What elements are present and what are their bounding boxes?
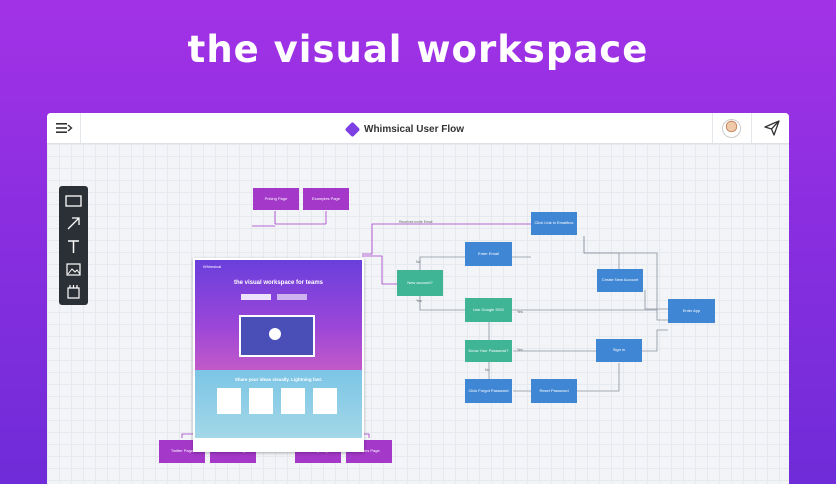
titlebar: Whimsical User Flow	[47, 113, 789, 144]
image-icon[interactable]	[64, 260, 83, 279]
document-title-label: Whimsical User Flow	[364, 123, 465, 135]
signin-step[interactable]: Sign in	[596, 339, 642, 362]
canvas[interactable]: Receives Invite Email No Yes Yes Yes No …	[47, 144, 789, 484]
google-sso-step[interactable]: Use Google SSO	[465, 298, 512, 322]
edge-label: Receives Invite Email	[399, 220, 433, 224]
mockup-feature-card	[249, 388, 273, 414]
mockup-video	[239, 315, 315, 357]
mockup-feature-card	[217, 388, 241, 414]
mockup-feature-card	[281, 388, 305, 414]
edge-label: Yes	[416, 299, 422, 303]
create-account-step[interactable]: Create New Account	[597, 269, 643, 292]
drawing-toolbar	[59, 186, 88, 305]
mockup-subheadline: Share your ideas visually. Lightning fas…	[234, 377, 323, 382]
reset-password-step[interactable]: Reset Password	[531, 379, 577, 403]
mockup-cta-button	[241, 294, 271, 300]
click-link-step[interactable]: Click Link in Emailbox	[531, 212, 577, 235]
separator	[751, 113, 752, 143]
text-icon[interactable]	[64, 237, 83, 256]
arrow-icon[interactable]	[64, 214, 83, 233]
play-icon	[269, 328, 281, 340]
mockup-headline: the visual workspace for teams	[233, 280, 324, 286]
separator	[80, 113, 81, 143]
know-password-decision[interactable]: Know Your Password?	[465, 340, 512, 362]
new-account-decision[interactable]: New account?	[397, 270, 443, 296]
hero-headline: the visual workspace	[187, 28, 649, 71]
rectangle-icon[interactable]	[64, 191, 83, 210]
edge-label: No	[416, 260, 421, 264]
examples-page-node[interactable]: Examples Page	[303, 188, 349, 210]
enter-app-step[interactable]: Enter App	[668, 299, 715, 323]
landing-page-mockup[interactable]: Whimsical the visual workspace for teams…	[193, 258, 364, 452]
mockup-footer	[195, 438, 362, 450]
document-title[interactable]: Whimsical User Flow	[344, 121, 465, 137]
app-window: Whimsical User Flow	[47, 113, 789, 484]
edge-label: No	[485, 368, 490, 372]
forgot-password-step[interactable]: Click Forgot Password	[465, 379, 512, 403]
whimsical-logo-icon	[344, 121, 361, 137]
edge-label: Yes	[517, 348, 523, 352]
mockup-brand: Whimsical	[203, 264, 222, 269]
enter-email-step[interactable]: Enter Email	[465, 242, 512, 266]
sticky-icon[interactable]	[64, 282, 83, 301]
avatar[interactable]	[722, 119, 741, 138]
menu-collapse-icon[interactable]	[55, 120, 73, 136]
share-send-icon[interactable]	[763, 119, 781, 137]
mockup-secondary-button	[277, 294, 307, 300]
edge-label: Yes	[517, 310, 523, 314]
separator	[712, 113, 713, 143]
mockup-feature-card	[313, 388, 337, 414]
pricing-page-node[interactable]: Pricing Page	[253, 188, 299, 210]
